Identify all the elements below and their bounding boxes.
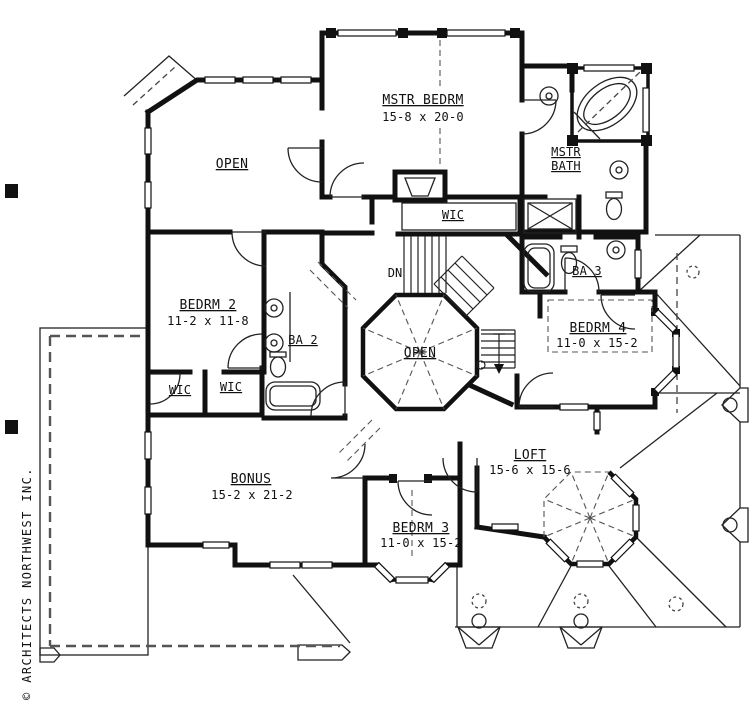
- door-bonus: [330, 443, 366, 479]
- fixtures: [264, 71, 641, 411]
- top-left-bay: [123, 55, 200, 106]
- door-ba3: [564, 257, 600, 293]
- sink-mstr-1: [539, 86, 559, 106]
- door-wic2: [227, 333, 263, 369]
- stairs-arrow-shaft: [493, 333, 505, 366]
- dims-bedrm4: 11-0 x 15-2: [556, 336, 638, 350]
- tub-ba2: [265, 381, 321, 411]
- porch-roof-left: [5, 184, 340, 663]
- door-wic1: [149, 373, 181, 405]
- tub-ba3: [523, 243, 555, 293]
- dims-bedrm2: 11-2 x 11-8: [167, 314, 249, 328]
- wic-shelving: [401, 202, 517, 231]
- door-bedrm2: [231, 231, 267, 267]
- doors: [149, 99, 636, 516]
- sink-ba2-2: [264, 333, 284, 353]
- copyright-text: © ARCHITECTS NORTHWEST INC.: [20, 467, 34, 700]
- label-wic-master: WIC: [442, 208, 464, 222]
- label-wic-1: WIC: [169, 383, 191, 397]
- windows: [144, 29, 680, 584]
- door-mstr-bedrm: [329, 162, 365, 198]
- door-loft-left: [442, 457, 478, 493]
- sink-ba3: [606, 240, 626, 260]
- sink-mstr-2: [609, 160, 629, 180]
- label-mstr-bath-2: BATH: [551, 159, 581, 173]
- door-open-room: [287, 147, 323, 183]
- niche: [392, 169, 448, 203]
- hall-diagonals-upper: [309, 261, 357, 309]
- label-bonus: BONUS: [231, 472, 272, 487]
- corner-posts: [326, 28, 680, 483]
- door-loft-top: [518, 372, 554, 408]
- label-open-upper: OPEN: [216, 157, 249, 172]
- roof-dormer-right-1: [721, 387, 749, 423]
- roof-dormer-bottom-2: [559, 626, 603, 649]
- labels: OPEN MSTR BEDRM 15-8 x 20-0 MSTR BATH WI…: [20, 93, 638, 700]
- hall-diagonals-lower: [336, 419, 381, 464]
- turret-octagon: [542, 470, 640, 568]
- dims-bonus: 15-2 x 21-2: [211, 488, 293, 502]
- master-tub: [576, 76, 638, 132]
- roof-dormer-bottom-1: [457, 626, 501, 649]
- sink-ba2-1: [264, 298, 284, 318]
- toilet-mstr: [605, 191, 623, 221]
- stairwell-octagon: [360, 292, 480, 412]
- roof-cap-bottom: [297, 644, 351, 661]
- dashline-bedrm4: [547, 299, 653, 353]
- roof-dormer-right-2: [721, 507, 749, 543]
- label-wic-2: WIC: [220, 380, 242, 394]
- door-bedrm3: [397, 480, 433, 516]
- stairs: [403, 236, 516, 374]
- label-bedrm2: BEDRM 2: [180, 298, 237, 313]
- toilet-ba3: [560, 245, 578, 275]
- label-mstr-bath-1: MSTR: [551, 145, 581, 159]
- edge-mark-2: [5, 420, 18, 434]
- label-dn: DN: [388, 266, 402, 280]
- shower: [523, 198, 577, 234]
- dims-bedrm3: 11-0 x 15-2: [380, 536, 462, 550]
- stairs-newel: [476, 360, 486, 370]
- edge-mark-1: [5, 184, 18, 198]
- stairs-arrow-head: [494, 364, 504, 374]
- label-loft: LOFT: [514, 448, 547, 463]
- door-bedrm4: [600, 294, 636, 330]
- label-ba2: BA 2: [288, 333, 318, 347]
- roof-cap-left: [39, 647, 61, 663]
- label-bedrm4: BEDRM 4: [570, 321, 627, 336]
- toilet-ba2: [269, 351, 287, 378]
- dims-mstr-bedrm: 15-8 x 20-0: [382, 110, 464, 124]
- roof-lines: [292, 234, 749, 661]
- label-ba3: BA 3: [572, 264, 602, 278]
- dashed-guides: [309, 40, 653, 556]
- label-bedrm3: BEDRM 3: [393, 521, 450, 536]
- door-mstr-bath: [521, 99, 557, 135]
- label-mstr-bedrm: MSTR BEDRM: [382, 93, 463, 108]
- label-open-center: OPEN: [404, 346, 437, 361]
- dims-loft: 15-6 x 15-6: [489, 463, 571, 477]
